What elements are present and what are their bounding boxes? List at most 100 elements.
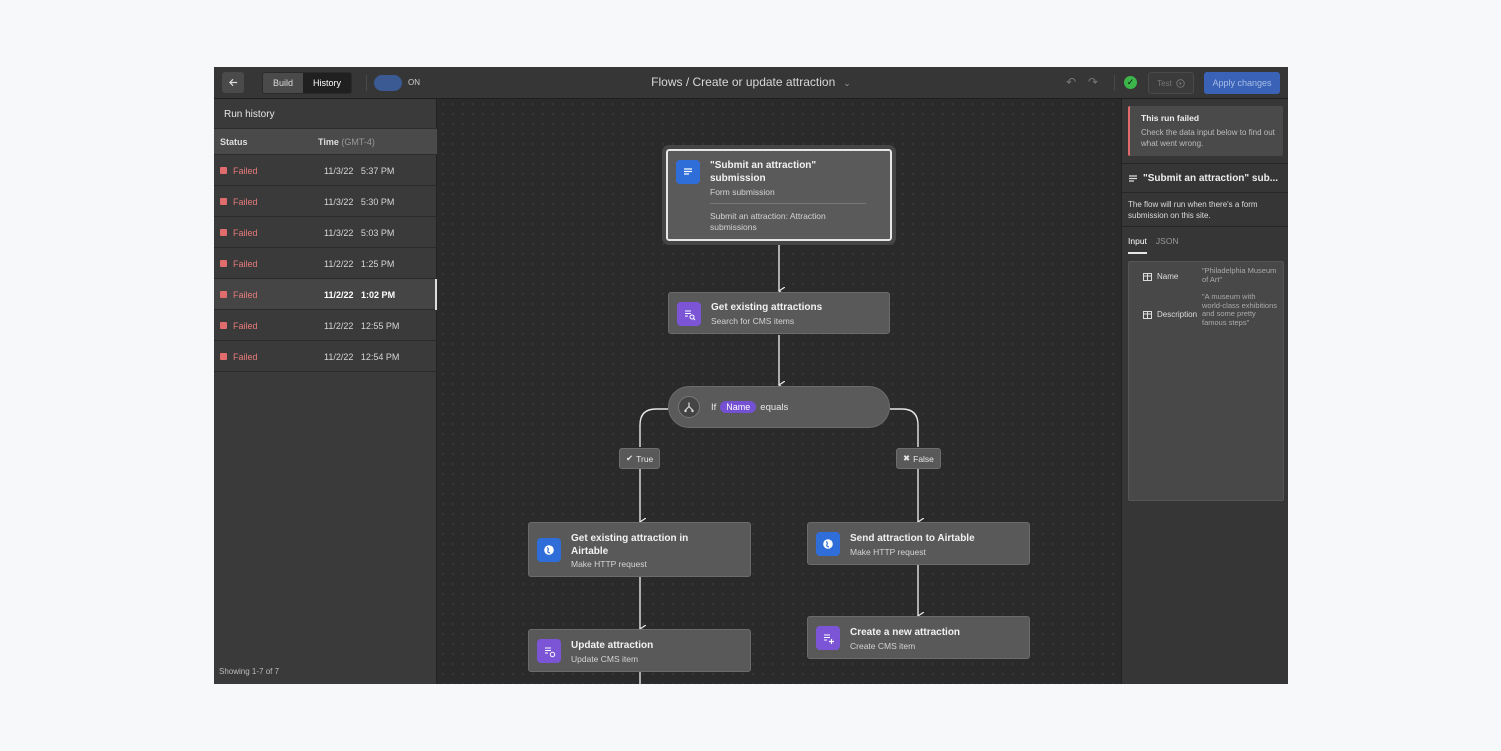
- tab-build[interactable]: Build: [263, 73, 304, 93]
- flow-title-text: Flows / Create or update attraction: [651, 75, 836, 89]
- arrow-left-icon: [228, 78, 237, 87]
- condition-operator: equals: [760, 401, 789, 413]
- node-subtitle: Search for CMS items: [711, 316, 795, 326]
- field-name: Name: [1143, 272, 1178, 281]
- tab-history[interactable]: History: [303, 73, 352, 93]
- node-subtitle: Form submission: [710, 187, 775, 197]
- node-subtitle: Make HTTP request: [571, 559, 647, 569]
- back-button[interactable]: [222, 72, 244, 93]
- run-failed-alert: This run failed Check the data input bel…: [1128, 106, 1283, 156]
- run-status: Failed: [233, 290, 258, 300]
- cms-update-icon: [537, 639, 561, 663]
- run-row[interactable]: Failed 11/3/22 5:37 PM: [214, 155, 437, 186]
- field-label: Description: [1157, 310, 1198, 319]
- form-icon: [1129, 174, 1137, 182]
- run-row-selected[interactable]: Failed 11/2/22 1:02 PM: [214, 279, 437, 310]
- failed-status-icon: [220, 322, 227, 329]
- run-time: 11/2/22 12:55 PM: [324, 321, 400, 331]
- cms-add-icon: [816, 626, 840, 650]
- run-history-title: Run history: [224, 109, 275, 120]
- divider: [1122, 226, 1288, 227]
- run-status: Failed: [233, 352, 258, 362]
- run-details-panel: This run failed Check the data input bel…: [1121, 99, 1288, 684]
- run-status: Failed: [233, 259, 258, 269]
- connector-lines: [438, 245, 1121, 684]
- undo-icon[interactable]: ↶: [1066, 75, 1077, 89]
- condition-prefix: If: [711, 401, 717, 413]
- branch-false-label[interactable]: ✖False: [896, 448, 941, 469]
- run-time: 11/3/22 5:03 PM: [324, 228, 395, 238]
- node-title: "Submit an attraction" submission: [710, 160, 817, 184]
- run-status: Failed: [233, 321, 258, 331]
- table-field-icon: [1143, 310, 1152, 319]
- run-status: Failed: [233, 228, 258, 238]
- run-status: Failed: [233, 197, 258, 207]
- variable-pill[interactable]: Name: [720, 401, 757, 413]
- step-title: "Submit an attraction" sub...: [1128, 173, 1284, 184]
- run-list: Failed 11/3/22 5:37 PM Failed 11/3/22 5:…: [214, 155, 437, 372]
- tab-json[interactable]: JSON: [1155, 236, 1179, 246]
- send-airtable-attraction-node[interactable]: Send attraction to Airtable Make HTTP re…: [807, 522, 1030, 565]
- node-title: Get existing attractions: [711, 302, 823, 313]
- failed-status-icon: [220, 167, 227, 174]
- run-row[interactable]: Failed 11/2/22 1:25 PM: [214, 248, 437, 279]
- flow-enabled-toggle[interactable]: [374, 75, 402, 91]
- check-icon: ✔: [626, 453, 634, 463]
- pagination-summary: Showing 1-7 of 7: [219, 667, 280, 676]
- divider: [1122, 192, 1288, 193]
- top-bar: Build History ON Flows / Create or updat…: [214, 67, 1288, 99]
- failed-status-icon: [220, 260, 227, 267]
- update-attraction-node[interactable]: Update attraction Update CMS item: [528, 629, 751, 672]
- step-title-text: "Submit an attraction" sub...: [1143, 173, 1279, 184]
- run-history-panel: Run history Status Time (GMT-4) Failed 1…: [214, 99, 437, 684]
- node-subtitle: Update CMS item: [571, 654, 639, 664]
- run-time: 11/3/22 5:30 PM: [324, 197, 395, 207]
- timezone-label: (GMT-4): [341, 137, 375, 147]
- run-time: 11/2/22 1:25 PM: [324, 259, 395, 269]
- get-existing-attractions-node[interactable]: Get existing attractions Search for CMS …: [668, 292, 890, 334]
- create-attraction-node[interactable]: Create a new attraction Create CMS item: [807, 616, 1030, 659]
- node-divider: [710, 203, 866, 204]
- table-field-icon: [1143, 272, 1152, 281]
- cms-search-icon: [677, 302, 701, 326]
- tab-input[interactable]: Input: [1128, 236, 1147, 254]
- condition-node[interactable]: If Name equals: [668, 386, 890, 428]
- mode-switch: Build History: [262, 72, 353, 94]
- run-row[interactable]: Failed 11/3/22 5:30 PM: [214, 186, 437, 217]
- column-status: Status: [220, 137, 248, 147]
- step-description: The flow will run when there's a form su…: [1128, 200, 1258, 220]
- globe-icon: [537, 538, 561, 562]
- chevron-down-icon: ⌄: [843, 78, 851, 88]
- node-title: Update attraction: [571, 640, 654, 651]
- apply-changes-button[interactable]: Apply changes: [1204, 72, 1280, 94]
- alert-title: This run failed: [1141, 113, 1200, 123]
- branch-false-text: False: [913, 453, 934, 464]
- trigger-node[interactable]: "Submit an attraction" submission Form s…: [662, 145, 896, 245]
- branch-true-label[interactable]: ✔True: [619, 448, 661, 469]
- divider: [1122, 163, 1288, 164]
- failed-status-icon: [220, 353, 227, 360]
- input-data-box: Name "Philadelphia Museum of Art" Descri…: [1128, 261, 1284, 501]
- run-row[interactable]: Failed 11/3/22 5:03 PM: [214, 217, 437, 248]
- field-description: Description: [1143, 310, 1197, 319]
- get-airtable-attraction-node[interactable]: Get existing attraction in Airtable Make…: [528, 522, 751, 577]
- node-subtitle: Make HTTP request: [850, 547, 926, 557]
- column-time: Time (GMT-4): [318, 137, 375, 147]
- failed-status-icon: [220, 291, 227, 298]
- flow-canvas[interactable]: "Submit an attraction" submission Form s…: [438, 99, 1121, 684]
- run-row[interactable]: Failed 11/2/22 12:54 PM: [214, 341, 437, 372]
- check-circle-icon: ✓: [1124, 76, 1137, 89]
- node-title: Send attraction to Airtable: [850, 533, 975, 544]
- flow-title[interactable]: Flows / Create or update attraction ⌄: [214, 75, 1288, 89]
- node-title: Get existing attraction in Airtable: [571, 533, 689, 557]
- divider: [1114, 75, 1115, 91]
- condition-expression: If Name equals: [711, 401, 788, 413]
- failed-status-icon: [220, 198, 227, 205]
- failed-status-icon: [220, 229, 227, 236]
- run-row[interactable]: Failed 11/2/22 12:55 PM: [214, 310, 437, 341]
- redo-icon[interactable]: ↷: [1088, 75, 1099, 89]
- flow-editor-window: Build History ON Flows / Create or updat…: [214, 67, 1288, 684]
- test-button[interactable]: Test: [1148, 72, 1194, 94]
- node-subtitle: Create CMS item: [850, 641, 916, 651]
- node-title: Create a new attraction: [850, 627, 961, 638]
